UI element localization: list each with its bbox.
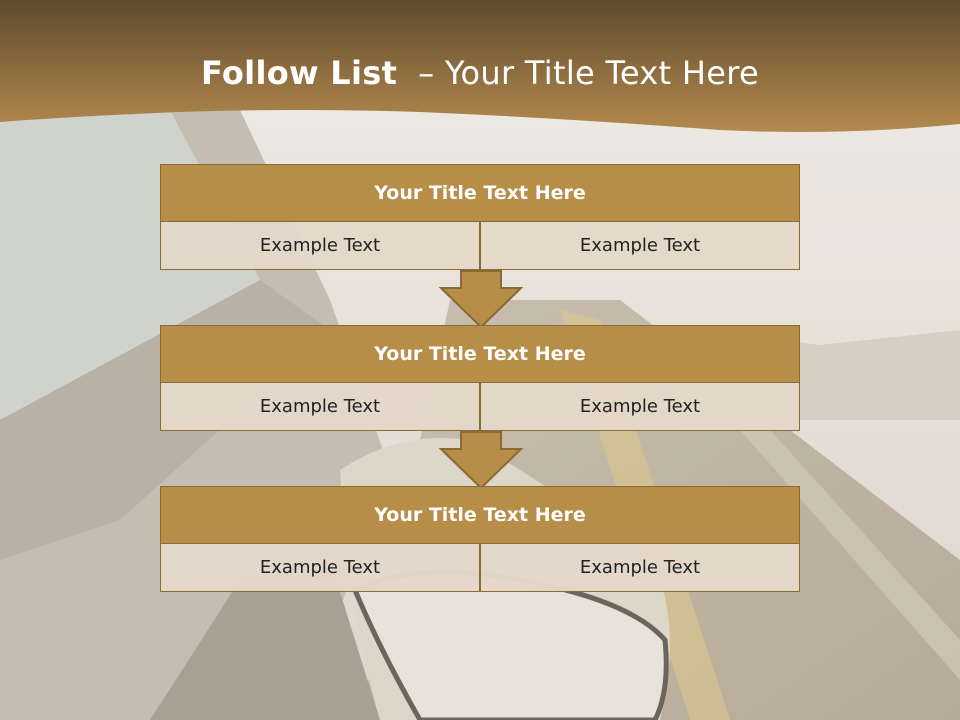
block-cell-left: Example Text bbox=[160, 382, 480, 431]
title-bold: Follow List bbox=[201, 54, 398, 92]
down-arrow-icon bbox=[439, 431, 523, 490]
list-block-1: Your Title Text Here Example Text Exampl… bbox=[160, 164, 800, 270]
block-cell-right: Example Text bbox=[480, 382, 800, 431]
block-cell-left: Example Text bbox=[160, 543, 480, 592]
block-title: Your Title Text Here bbox=[160, 325, 800, 383]
block-title: Your Title Text Here bbox=[160, 486, 800, 544]
list-block-3: Your Title Text Here Example Text Exampl… bbox=[160, 486, 800, 592]
list-block-2: Your Title Text Here Example Text Exampl… bbox=[160, 325, 800, 431]
block-cell-left: Example Text bbox=[160, 221, 480, 270]
title-rest: – Your Title Text Here bbox=[418, 54, 759, 92]
slide-title: Follow List – Your Title Text Here bbox=[0, 54, 960, 92]
title-banner bbox=[0, 0, 960, 132]
down-arrow-icon bbox=[439, 270, 523, 329]
block-cell-right: Example Text bbox=[480, 543, 800, 592]
block-title: Your Title Text Here bbox=[160, 164, 800, 222]
block-cell-right: Example Text bbox=[480, 221, 800, 270]
